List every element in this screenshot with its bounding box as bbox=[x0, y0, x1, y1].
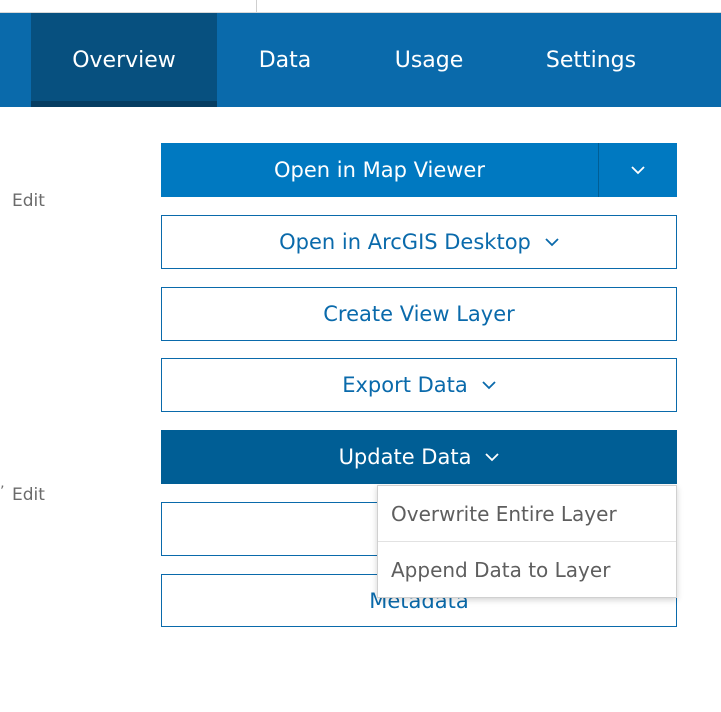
open-map-viewer-button[interactable]: Open in Map Viewer bbox=[161, 143, 598, 197]
create-view-layer-button[interactable]: Create View Layer bbox=[161, 287, 677, 341]
open-arcgis-desktop-label: Open in ArcGIS Desktop bbox=[279, 230, 531, 254]
chevron-down-icon bbox=[631, 165, 645, 174]
menu-divider bbox=[378, 541, 676, 542]
chevron-down-icon bbox=[485, 452, 500, 462]
chevron-down-icon bbox=[482, 380, 496, 390]
cut-off-text-fragment: ’ bbox=[0, 484, 5, 500]
export-data-button[interactable]: Export Data bbox=[161, 358, 677, 412]
top-strip-divider bbox=[256, 0, 257, 12]
tab-usage[interactable]: Usage bbox=[394, 47, 464, 73]
edit-link[interactable]: Edit bbox=[12, 191, 45, 211]
export-data-label: Export Data bbox=[342, 373, 468, 397]
map-viewer-options-toggle[interactable] bbox=[599, 143, 677, 197]
tab-settings[interactable]: Settings bbox=[545, 47, 637, 73]
open-arcgis-desktop-button[interactable]: Open in ArcGIS Desktop bbox=[161, 215, 677, 269]
split-button-divider bbox=[598, 143, 599, 197]
menu-item-overwrite-layer[interactable]: Overwrite Entire Layer bbox=[391, 502, 617, 526]
chevron-down-icon bbox=[545, 237, 559, 247]
update-data-menu: Overwrite Entire Layer Append Data to La… bbox=[377, 485, 677, 598]
update-data-button[interactable]: Update Data bbox=[161, 430, 677, 484]
menu-item-append-data[interactable]: Append Data to Layer bbox=[391, 558, 611, 582]
update-data-label: Update Data bbox=[338, 445, 472, 469]
browser-top-strip bbox=[0, 0, 721, 13]
edit-link[interactable]: Edit bbox=[12, 485, 45, 505]
create-view-layer-label: Create View Layer bbox=[323, 302, 515, 326]
item-nav-bar: Overview Data Usage Settings bbox=[0, 13, 721, 107]
tab-data[interactable]: Data bbox=[258, 47, 312, 73]
tab-overview[interactable]: Overview bbox=[31, 13, 217, 107]
